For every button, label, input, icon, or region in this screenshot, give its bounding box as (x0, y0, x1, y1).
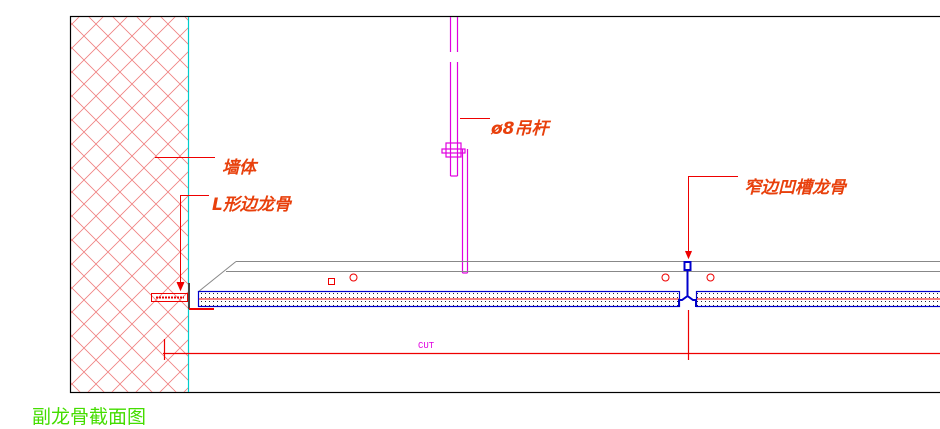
dimension-line (163, 310, 940, 360)
l-edge-keel-label: L形边龙骨 (212, 190, 291, 215)
ceiling-panel-left (199, 292, 680, 307)
hanger-rod-label: ø8吊杆 (491, 114, 549, 139)
cad-drawing (0, 0, 940, 419)
ceiling-profile-lines (198, 262, 940, 293)
ceiling-panel-right (697, 292, 940, 307)
wall-label: 墙体 (222, 153, 256, 178)
wall-hatch (71, 17, 188, 392)
narrow-groove-keel-profile (679, 262, 696, 307)
markers (329, 274, 715, 285)
drawing-frame (71, 17, 940, 393)
hanger-rod (442, 17, 468, 273)
dimension-text: CUT (418, 341, 434, 351)
drawing-title: 副龙骨截面图 (32, 402, 146, 429)
narrow-groove-keel-label: 窄边凹槽龙骨 (744, 173, 846, 198)
